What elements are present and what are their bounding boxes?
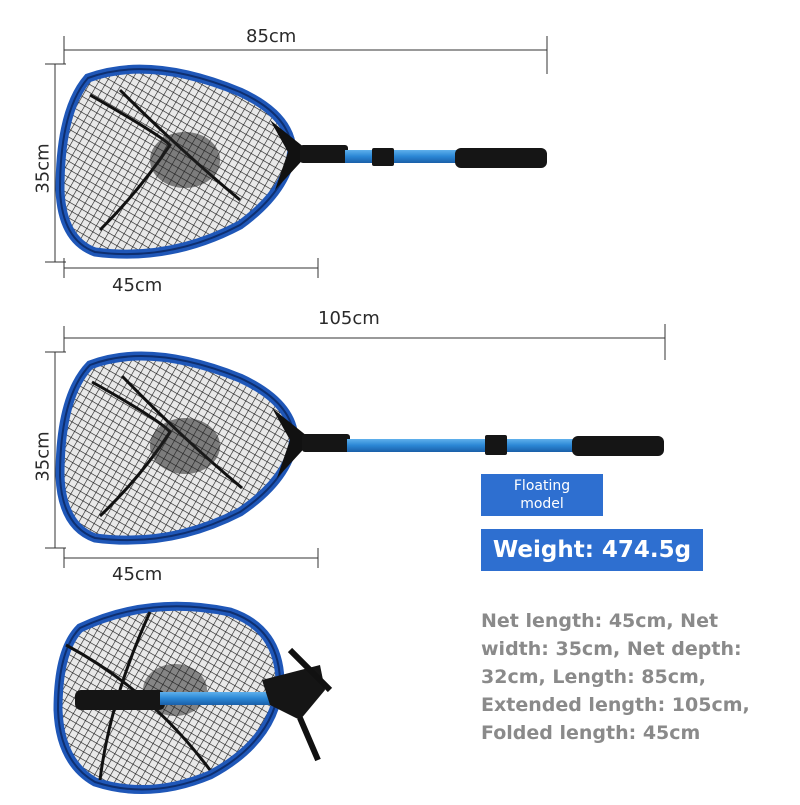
top-width-label: 45cm	[112, 275, 163, 296]
spec-line: width: 35cm, Net depth:	[481, 638, 742, 660]
top-height-label: 35cm	[32, 143, 54, 194]
middle-length-label: 105cm	[318, 308, 380, 329]
spec-line: Folded length: 45cm	[481, 722, 701, 744]
top-dimension-lines	[45, 36, 548, 278]
weight-badge: Weight: 474.5g	[481, 529, 703, 571]
middle-dimension-lines	[45, 324, 666, 568]
net-folded	[53, 601, 333, 794]
spec-line: Extended length: 105cm,	[481, 694, 750, 716]
spec-line: 32cm, Length: 85cm,	[481, 666, 706, 688]
net-extended	[55, 351, 664, 545]
middle-width-label: 45cm	[112, 564, 163, 585]
top-length-label: 85cm	[246, 26, 297, 47]
middle-height-label: 35cm	[32, 431, 54, 482]
floating-badge-line1: Floating	[513, 478, 571, 494]
floating-model-badge: Floating model	[481, 474, 603, 516]
floating-badge-line2: model	[520, 496, 564, 512]
specs-block: Net length: 45cm, Net width: 35cm, Net d…	[481, 607, 791, 747]
net-compact	[55, 64, 547, 259]
spec-line: Net length: 45cm, Net	[481, 610, 719, 632]
